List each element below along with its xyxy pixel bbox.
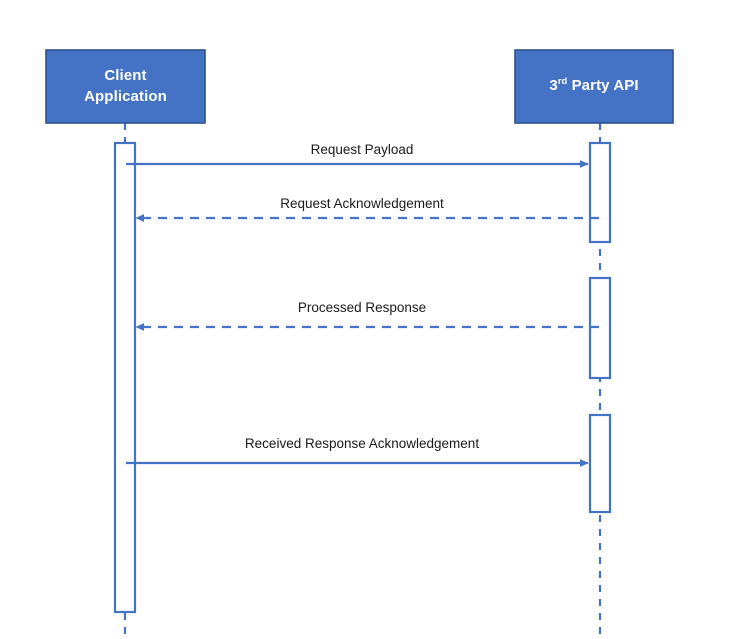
participant-box-third-party-api[interactable]: [514, 49, 674, 124]
message-label-processed-response: Processed Response: [297, 300, 427, 315]
message-label-received-response-acknowledgement: Received Response Acknowledgement: [244, 436, 480, 451]
participant-box-client[interactable]: [45, 49, 206, 124]
activation-api-3: [588, 413, 612, 514]
message-label-request-acknowledgement: Request Acknowledgement: [280, 196, 444, 211]
activation-client-main: [113, 141, 137, 614]
message-label-request-payload: Request Payload: [310, 142, 414, 157]
activation-api-1: [588, 141, 612, 244]
